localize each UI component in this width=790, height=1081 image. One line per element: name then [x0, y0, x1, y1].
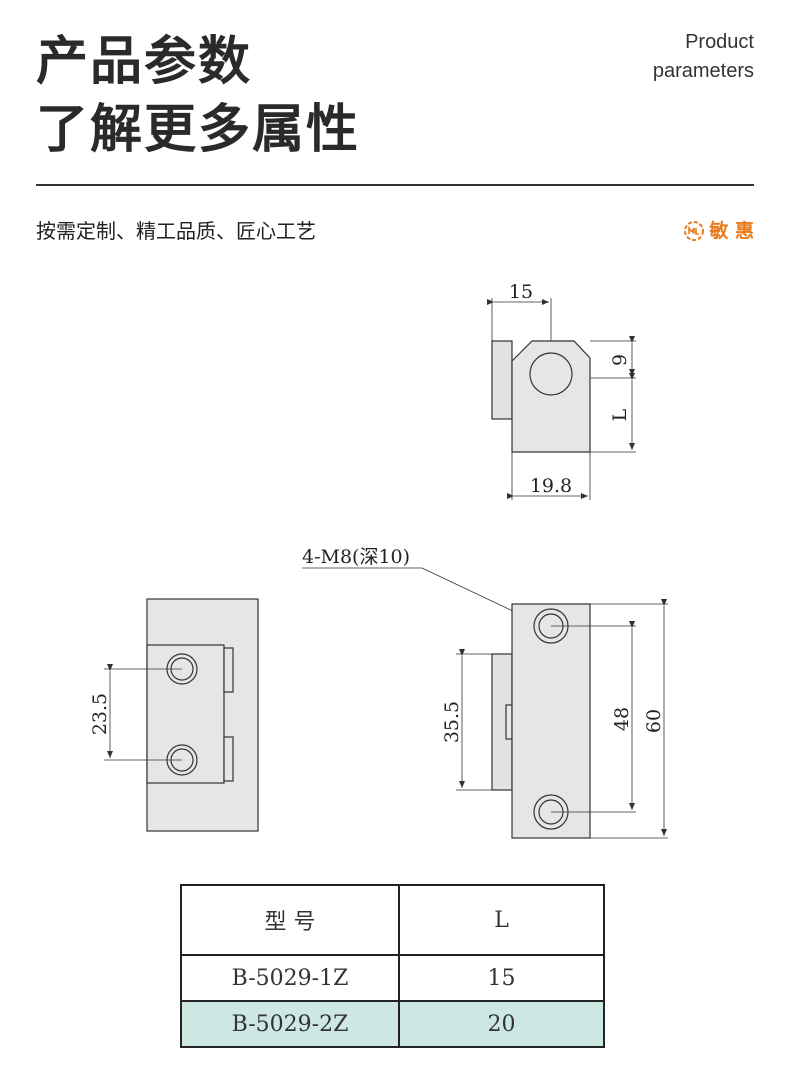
table-header-row: 型 号 L [179, 884, 605, 956]
brand-name: 敏 惠 [709, 219, 754, 242]
dim-side-hole-spacing-label: 48 [611, 707, 633, 731]
page-title-line1: 产品参数 [36, 32, 253, 92]
cell-length: 15 [398, 954, 605, 1002]
dim-width-label: 15 [509, 281, 533, 303]
front-view-slot [223, 736, 234, 782]
header-divider [36, 184, 754, 186]
front-view [104, 598, 259, 832]
brand-mark: 敏 惠 [683, 220, 754, 242]
brand-logo-icon [684, 221, 705, 241]
cell-length: 20 [398, 1000, 605, 1048]
technical-drawing: 15 9 L 19.8 4-M8(深10) 23.5 [89, 281, 668, 839]
table-row: B-5029-1Z 15 [179, 954, 605, 1002]
spec-table: 型 号 L B-5029-1Z 15 B-5029-2Z 20 [179, 884, 605, 1048]
dim-side-height-label: 35.5 [441, 701, 463, 743]
dim-top-label: 9 [609, 354, 631, 366]
dim-front-hole-spacing-label: 23.5 [89, 693, 111, 735]
dim-total-label: 60 [643, 709, 665, 733]
side-view-slot [505, 704, 513, 740]
dim-bottom-width-label: 19.8 [530, 475, 572, 497]
slogan-text: 按需定制、精工品质、匠心工艺 [36, 219, 316, 243]
page-title-line2: 了解更多属性 [36, 100, 361, 160]
english-subtitle: Product parameters [653, 28, 754, 86]
top-view [487, 298, 636, 500]
hole-callout-label: 4-M8(深10) [302, 546, 410, 568]
cell-model: B-5029-2Z [179, 1000, 401, 1048]
english-subtitle-line2: parameters [652, 60, 754, 82]
top-view-hole [529, 352, 573, 396]
dim-length-label: L [609, 408, 631, 421]
english-subtitle-line1: Product [685, 31, 754, 53]
table-row: B-5029-2Z 20 [179, 1000, 605, 1048]
top-view-flange [491, 340, 513, 420]
side-view [456, 599, 668, 839]
header-length: L [398, 884, 605, 956]
front-view-slot [223, 647, 234, 693]
cell-model: B-5029-1Z [179, 954, 401, 1002]
header-model: 型 号 [179, 884, 401, 956]
